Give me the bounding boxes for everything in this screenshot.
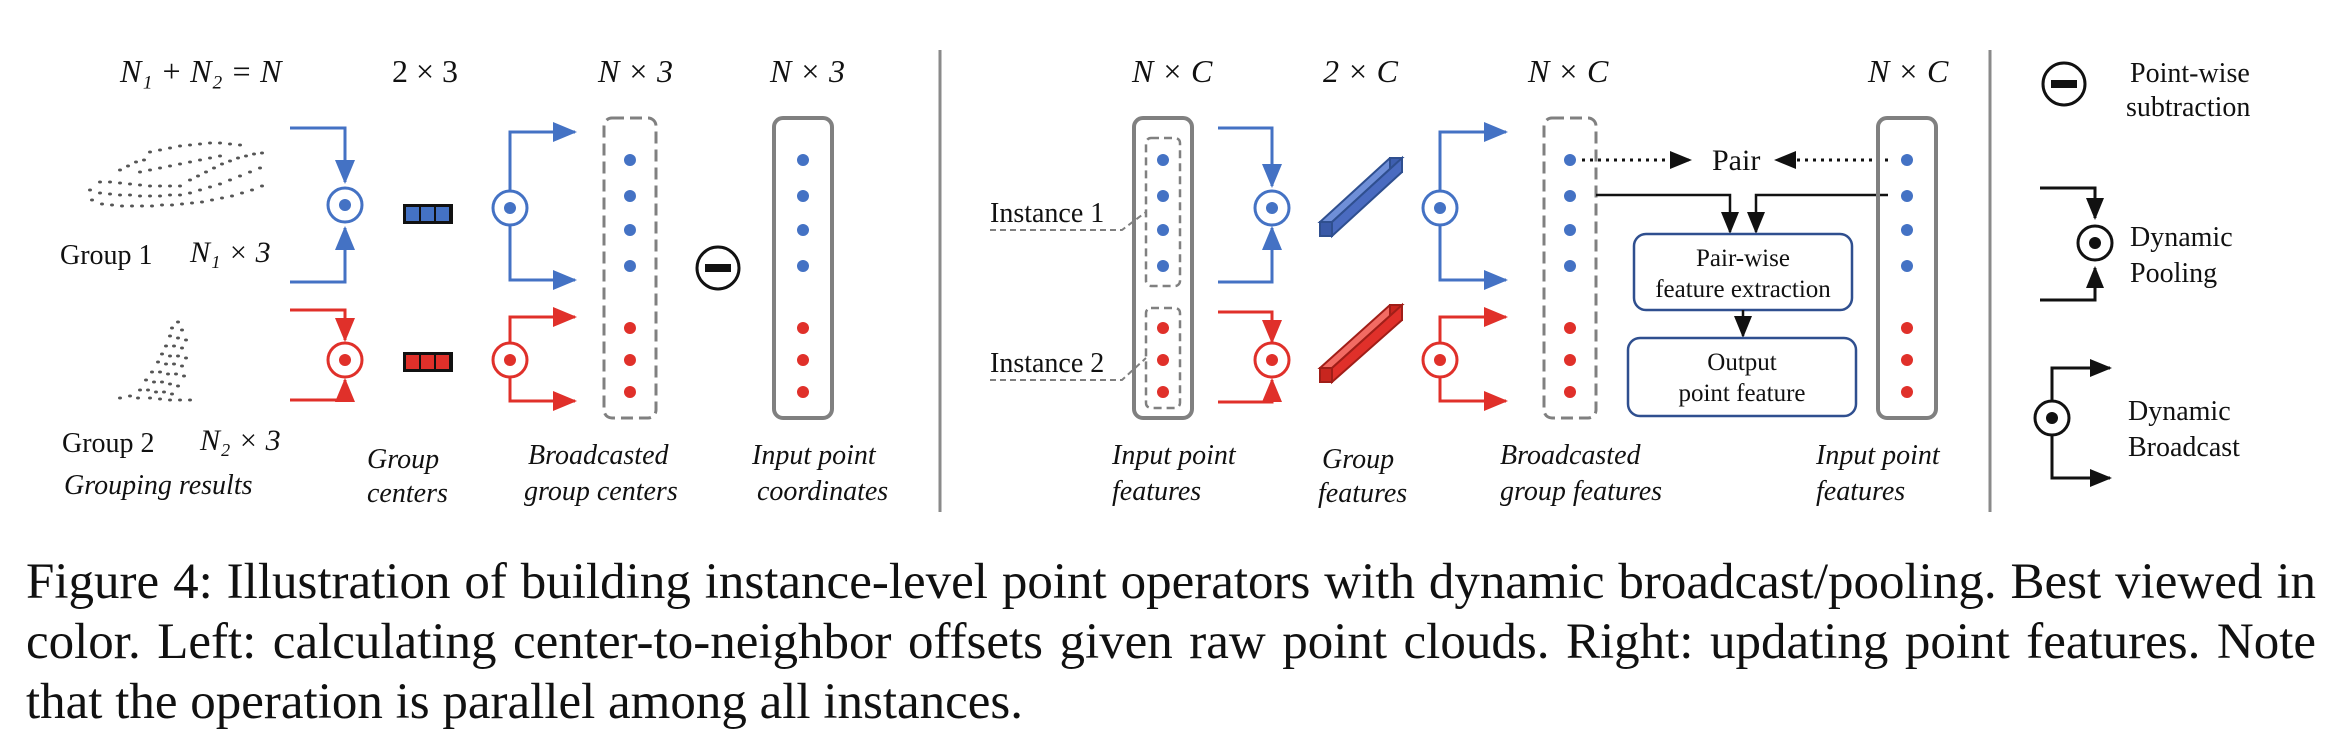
- blue-broadcast-arrow-bottom-right: [1438, 225, 1508, 290]
- broadcast-features-label-2: group features: [1500, 476, 1662, 507]
- header-input-features-dim: N × C: [1131, 53, 1213, 89]
- broadcast-features-label-1: Broadcasted: [1500, 440, 1641, 471]
- input-features2-label-2: features: [1816, 476, 1905, 507]
- legend-pooling-icon: [2076, 224, 2114, 262]
- red-broadcast-arrow-bottom: [508, 377, 577, 411]
- input-coords-label-1: Input point: [751, 440, 877, 471]
- blue-pool-arrow-top-right: [1218, 126, 1282, 188]
- legend-pooling-label-2: Pooling: [2130, 258, 2217, 289]
- subtraction-icon: [695, 245, 741, 291]
- input-features2-points: [1901, 154, 1913, 398]
- group-features-label-2: features: [1318, 478, 1407, 509]
- grouping-results-label: Grouping results: [64, 470, 253, 501]
- legend-broadcast-label-2: Broadcast: [2128, 432, 2240, 463]
- red-broadcast-arrow-top-right: [1438, 307, 1508, 343]
- legend-broadcast-arrow-bottom: [2050, 435, 2112, 487]
- input-features-label-1: Input point: [1111, 440, 1237, 471]
- pairwise-label-1: Pair-wise: [1696, 245, 1790, 272]
- left-panel: N₁ + N₂ = N 2 × 3 N × 3 N × 3: [60, 53, 888, 509]
- instance2-leader: [990, 357, 1147, 381]
- group1-dim: N₁ × 3: [189, 236, 271, 269]
- broadcast-centers-column: [602, 116, 658, 420]
- red-broadcast-arrow-top: [508, 307, 577, 343]
- broadcast-centers-points: [624, 154, 636, 398]
- point-cloud-group2: [118, 320, 192, 402]
- broadcast-centers-label-2: group centers: [524, 476, 678, 507]
- legend-subtraction-icon: [2041, 61, 2087, 107]
- blue-pool-arrow-bottom: [290, 226, 355, 284]
- header-input-dim: N × 3: [769, 53, 845, 89]
- header-broadcast-features-dim: N × C: [1527, 53, 1609, 89]
- blue-broadcast-arrow-bottom: [508, 225, 577, 290]
- group-features-label-1: Group: [1322, 444, 1394, 475]
- red-dynamic-broadcast-icon: [491, 341, 529, 379]
- pair-label: Pair: [1712, 144, 1760, 177]
- pairwise-input-left: [1596, 193, 1739, 234]
- blue-broadcast-arrow-top-right: [1438, 122, 1508, 191]
- pairwise-label-2: feature extraction: [1655, 276, 1831, 303]
- legend-pooling-label-1: Dynamic: [2130, 222, 2233, 253]
- broadcast-features-column: [1542, 116, 1598, 420]
- legend-broadcast-icon: [2033, 399, 2071, 437]
- input-features-points: [1157, 154, 1169, 398]
- header-input-features2-dim: N × C: [1867, 53, 1949, 89]
- figure-caption: Figure 4: Illustration of building insta…: [26, 554, 2316, 730]
- red-group-center-block: [403, 352, 453, 372]
- red-broadcast-arrow-bottom-right: [1438, 377, 1508, 411]
- output-feature-box: [1626, 336, 1858, 418]
- blue-dynamic-broadcast-icon: [491, 189, 529, 227]
- red-pool-arrow-bottom: [290, 378, 355, 402]
- input-coords-label-2: coordinates: [757, 476, 888, 507]
- blue-pool-arrow-bottom-right: [1218, 226, 1282, 284]
- legend-pooling-arrow-top: [2040, 186, 2104, 220]
- group1-label: Group 1: [60, 240, 153, 271]
- output-label-1: Output: [1707, 349, 1777, 376]
- blue-dynamic-pooling-icon: [326, 186, 364, 224]
- red-group-feature-bar: [1317, 302, 1405, 385]
- legend-broadcast-arrow-top: [2050, 359, 2112, 401]
- instance1-label: Instance 1: [990, 198, 1104, 229]
- blue-pool-arrow-top: [290, 126, 355, 184]
- blue-broadcast-arrow-top: [508, 122, 577, 191]
- group2-label: Group 2: [62, 428, 155, 459]
- right-panel: N × C 2 × C N × C N × C Instance 1 Insta…: [990, 53, 1949, 509]
- input-coords-column: [772, 116, 834, 420]
- group-centers-label-2: centers: [367, 478, 448, 509]
- red-pool-arrow-bottom-right: [1218, 378, 1282, 404]
- legend-pooling-arrow-bottom: [2040, 266, 2104, 302]
- blue-group-feature-bar: [1317, 155, 1405, 239]
- red-pool-arrow-top-right: [1218, 310, 1282, 344]
- pairwise-input-right: [1747, 193, 1888, 234]
- output-label-2: point feature: [1678, 380, 1805, 407]
- group2-dim: N₂ × 3: [199, 424, 281, 457]
- blue-group-center-block: [403, 204, 453, 224]
- header-broadcast-dim: N × 3: [597, 53, 673, 89]
- red-dynamic-pooling-icon: [326, 341, 364, 379]
- legend-broadcast-label-1: Dynamic: [2128, 396, 2231, 427]
- legend-subtraction-label-1: Point-wise: [2130, 58, 2250, 89]
- header-group-sizes: N₁ + N₂ = N: [119, 53, 283, 89]
- input-features2-label-1: Input point: [1815, 440, 1941, 471]
- blue-dynamic-pooling-icon-right: [1253, 189, 1291, 227]
- legend-subtraction-label-2: subtraction: [2126, 92, 2250, 123]
- legend: Point-wise subtraction Dynamic Pooling D…: [2033, 58, 2250, 487]
- input-coords-points: [797, 154, 809, 398]
- red-dynamic-pooling-icon-right: [1253, 341, 1291, 379]
- red-pool-arrow-top: [290, 308, 355, 342]
- input-features2-column: [1876, 116, 1938, 420]
- input-features-column: [1132, 116, 1194, 420]
- figure-diagram: N₁ + N₂ = N 2 × 3 N × 3 N × 3: [60, 50, 2250, 512]
- red-dynamic-broadcast-icon-right: [1421, 341, 1459, 379]
- broadcast-features-points: [1564, 154, 1576, 398]
- point-cloud-group1: [88, 141, 264, 208]
- blue-dynamic-broadcast-icon-right: [1421, 189, 1459, 227]
- input-features-label-2: features: [1112, 476, 1201, 507]
- header-centers-dim: 2 × 3: [392, 53, 458, 89]
- instance2-label: Instance 2: [990, 348, 1104, 379]
- instance1-leader: [990, 211, 1147, 231]
- broadcast-centers-label-1: Broadcasted: [528, 440, 669, 471]
- header-group-features-dim: 2 × C: [1323, 53, 1399, 89]
- group-centers-label-1: Group: [367, 444, 439, 475]
